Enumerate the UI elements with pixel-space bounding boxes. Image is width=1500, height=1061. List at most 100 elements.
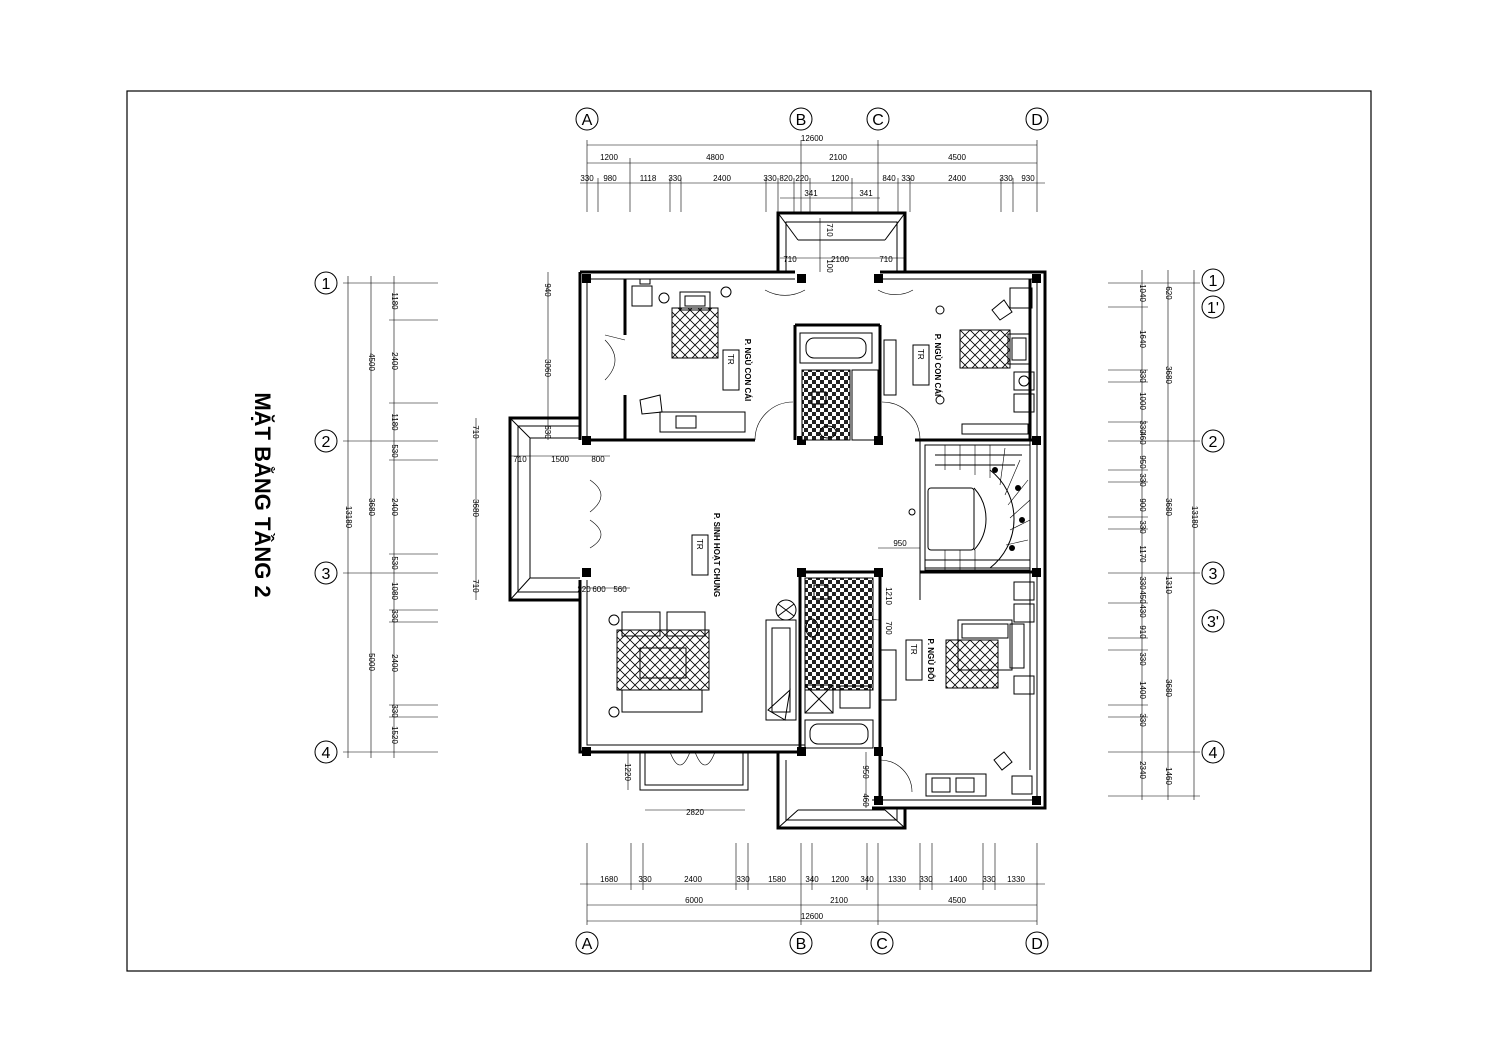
dim-top-main-1: 1200	[600, 153, 618, 162]
dim-bottom-main-1: 6000	[685, 896, 703, 905]
dim-inner-5: 710	[513, 455, 527, 464]
dim-right-detail-7: 460	[1138, 431, 1147, 445]
dim-inner-15: 710	[879, 255, 893, 264]
dim-bottom-detail-2: 330	[638, 875, 652, 884]
grid-label-1p-right: 1'	[1207, 300, 1219, 317]
dim-bottom-detail-13: 1330	[1007, 875, 1025, 884]
dim-right-detail-3: 1640	[1138, 330, 1147, 348]
dim-bottom-detail-4: 330	[736, 875, 750, 884]
dim-top-detail-11: 330	[901, 174, 915, 183]
dim-bottom-detail-3: 2400	[684, 875, 702, 884]
dim-top-detail-3: 1118	[640, 174, 657, 183]
dim-inner-19: 1210	[884, 587, 893, 605]
dim-left-detail-2: 2400	[390, 352, 399, 370]
dim-inner-12: 560	[613, 585, 627, 594]
dim-top-detail-12: 2400	[948, 174, 966, 183]
dim-right-detail-21: 1460	[1164, 767, 1173, 785]
dim-left-detail-9: 2400	[390, 654, 399, 672]
dim-bottom-detail-1: 1680	[600, 875, 618, 884]
dim-right-detail-14: 450	[1138, 590, 1147, 604]
dim-bottom-detail-10: 330	[919, 875, 933, 884]
room-tag-living: TR	[695, 539, 704, 550]
bedroom-top-right	[935, 287, 1035, 435]
grid-label-b-top: B	[796, 112, 807, 129]
dim-right-main-3: 3680	[1164, 679, 1173, 697]
grid-label-2-left: 2	[322, 434, 331, 451]
dim-top-main-2: 4800	[706, 153, 724, 162]
grid-label-3-left: 3	[322, 566, 331, 583]
dim-right-detail-5: 1000	[1138, 392, 1147, 410]
dim-bottom-detail-9: 1330	[888, 875, 906, 884]
structural-columns	[582, 274, 1041, 805]
dim-left-detail-10: 330	[390, 704, 399, 718]
dim-inner-17: 710	[825, 223, 834, 237]
dim-inner-6: 1500	[551, 455, 569, 464]
dim-inner-14: 2100	[831, 255, 849, 264]
dim-top-detail-2: 980	[603, 174, 617, 183]
dim-right-main-2: 3680	[1164, 498, 1173, 516]
dim-inner-11: 600	[592, 585, 606, 594]
living-room	[608, 611, 797, 721]
doors	[589, 289, 921, 793]
dim-bottom-detail-5: 1580	[768, 875, 786, 884]
dim-left-detail-3: 1180	[390, 413, 399, 431]
dim-left-detail-4: 530	[390, 444, 399, 458]
dim-top-detail-7: 820	[779, 174, 793, 183]
dim-right-detail-12: 1170	[1138, 545, 1147, 563]
dim-bottom-main-3: 4500	[948, 896, 966, 905]
dimension-chain-top: 12600 1200 4800 2100 4500 330 980 1118 3…	[580, 134, 1045, 212]
dim-right-detail-17: 330	[1138, 652, 1147, 666]
dim-left-main-2: 3680	[367, 498, 376, 516]
bathroom-upper	[799, 332, 897, 441]
dim-right-detail-18: 1400	[1138, 681, 1147, 699]
room-tag-bedroom-1: TR	[726, 354, 735, 365]
dim-left-total: 13180	[344, 506, 353, 529]
dimension-chain-right: 13180 3680 3680 3680 1040 620 1640 330 1…	[1108, 270, 1200, 800]
dim-inner-16: 100	[825, 259, 834, 273]
dim-top-detail-6: 330	[763, 174, 777, 183]
dim-inner-2: 3060	[543, 359, 552, 377]
dim-bottom-main-2: 2100	[830, 896, 848, 905]
dim-inner-10: 220	[577, 585, 591, 594]
dimension-chain-left: 13180 4500 3680 5000 1180 2400 1180 530 …	[343, 276, 438, 758]
dim-inner-8: 3680	[471, 499, 480, 517]
grid-label-4-left: 4	[322, 745, 331, 762]
dim-inner-9: 710	[471, 579, 480, 593]
dim-bottom-detail-7: 1200	[831, 875, 849, 884]
dim-left-detail-11: 1520	[390, 726, 399, 744]
sheet-frame	[126, 90, 1372, 972]
room-label-bedroom-1: P. NGỦ CON CÁI TR	[722, 339, 752, 402]
room-name-bedroom-1: P. NGỦ CON CÁI	[743, 339, 752, 402]
grid-label-4-right: 4	[1209, 745, 1218, 762]
grid-bubbles-right: 1 1' 2 3 3' 4	[1201, 268, 1225, 764]
dim-bottom-detail-6: 340	[805, 875, 819, 884]
dim-left-main-1: 4500	[367, 353, 376, 371]
dim-left-detail-8: 330	[390, 609, 399, 623]
dim-right-main-1: 3680	[1164, 366, 1173, 384]
room-label-bedroom-2: P. NGỦ CON CÁI TR	[912, 334, 942, 396]
dim-right-detail-11: 330	[1138, 520, 1147, 534]
dim-inner-25: 1310	[1164, 576, 1173, 594]
dim-right-detail-20: 2340	[1138, 761, 1147, 779]
dim-right-detail-1: 1040	[1138, 284, 1147, 302]
grid-label-b-bottom: B	[796, 936, 807, 953]
dim-top-detail-1: 330	[580, 174, 594, 183]
dim-right-total: 13180	[1190, 506, 1199, 529]
grid-bubbles-bottom: A B C D	[575, 931, 1049, 955]
grid-bubbles-top: A B C D	[575, 107, 1049, 131]
dim-right-detail-8: 950	[1138, 455, 1147, 469]
grid-label-1-right: 1	[1209, 273, 1218, 290]
dim-inner-1: 940	[543, 283, 552, 297]
dim-left-detail-1: 1180	[390, 292, 399, 310]
dim-left-detail-7: 1080	[390, 582, 399, 600]
dim-inner-22: 2820	[686, 808, 704, 817]
grid-label-a-bottom: A	[582, 936, 593, 953]
dim-inner-18: 950	[893, 539, 907, 548]
staircase	[908, 444, 1031, 571]
grid-label-d-top: D	[1031, 112, 1043, 129]
dim-left-main-3: 5000	[367, 653, 376, 671]
dim-right-detail-9: 330	[1138, 473, 1147, 487]
dim-top-main-3: 2100	[829, 153, 847, 162]
grid-label-c-top: C	[872, 112, 884, 129]
